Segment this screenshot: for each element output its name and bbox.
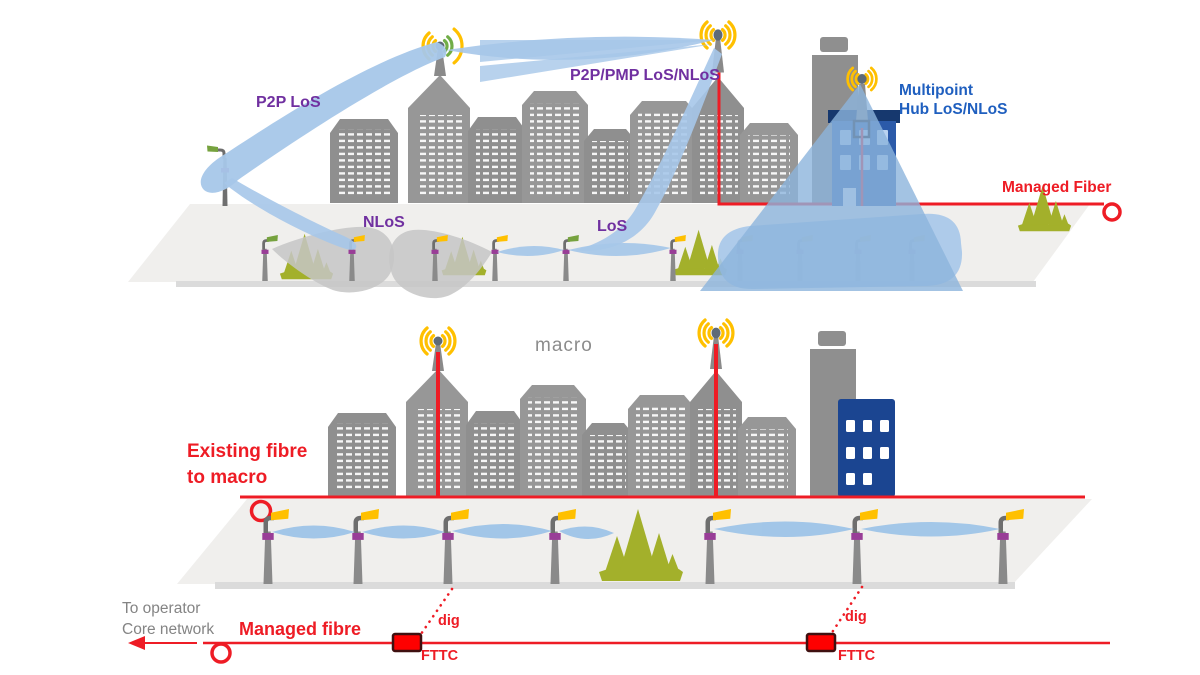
dig-label: dig: [845, 609, 867, 625]
lower-navy-building: [838, 399, 895, 497]
lamp-link-lens: [497, 245, 564, 257]
multipoint-hub-label-line1: Multipoint: [899, 82, 973, 99]
upper-street-curb: [176, 281, 1036, 287]
fttc-label: FTTC: [838, 648, 876, 664]
pmp-wedge: [480, 44, 714, 82]
hub-sector-beam: [700, 84, 963, 291]
lower-scene: macro Existing fibre to macro To operato…: [122, 318, 1110, 664]
central-rooftop-antenna-icon: [699, 20, 737, 73]
lamp-link-lens: [452, 524, 552, 539]
upper-scene: P2P LoS P2P/PMP LoS/NLoS Multipoint Hub …: [128, 20, 1122, 299]
fttc-cabinet-icon: [805, 632, 837, 653]
managed-fibre-coil-icon: [210, 642, 232, 664]
dig-dotted-line: [829, 585, 864, 636]
nlos-label: NLoS: [363, 214, 405, 231]
existing-fibre-label-line2: to macro: [187, 467, 267, 488]
existing-fibre-coil-icon: [249, 499, 273, 523]
upper-fiber-line: [717, 68, 1104, 206]
dig-label: dig: [438, 613, 460, 629]
nlos-coverage-cone: [389, 229, 492, 299]
to-core-arrow-icon: [128, 636, 197, 650]
upper-fiber-coil-icon: [1102, 202, 1122, 222]
upper-beams: [200, 36, 963, 291]
macro-label: macro: [535, 335, 593, 356]
pmp-wedge: [480, 40, 714, 62]
p2p-pmp-label: P2P/PMP LoS/NLoS: [570, 67, 720, 84]
lamp-link-lens: [714, 521, 854, 537]
lamp-link-lens: [861, 522, 1000, 537]
multipoint-hub-label-line2: Hub LoS/NLoS: [899, 101, 1008, 118]
p2p-los-label: P2P LoS: [256, 94, 321, 111]
pole-to-lamp-beam: [224, 178, 357, 250]
managed-fiber-label: Managed Fiber: [1002, 179, 1111, 196]
fttc-label: FTTC: [421, 648, 459, 664]
dig-links: [419, 585, 864, 636]
managed-fibre-label: Managed fibre: [239, 619, 361, 639]
lower-street-curb: [215, 582, 1015, 589]
lower-beams: [272, 521, 1000, 540]
lamp-link-lens: [362, 525, 445, 539]
los-label: LoS: [597, 218, 628, 235]
lamp-link-lens: [559, 526, 614, 540]
lamp-link-lens: [272, 525, 355, 539]
dig-dotted-line: [419, 587, 454, 636]
fttc-cabinet-icon: [391, 632, 423, 653]
los-beam: [576, 48, 722, 251]
to-operator-label-line1: To operator: [122, 600, 200, 617]
nlos-coverage-cone: [272, 226, 395, 293]
to-operator-label-line2: Core network: [122, 621, 214, 638]
lamp-link-lens: [568, 242, 671, 257]
p2p-los-beam: [200, 42, 447, 193]
existing-fibre-label-line1: Existing fibre: [187, 441, 307, 462]
